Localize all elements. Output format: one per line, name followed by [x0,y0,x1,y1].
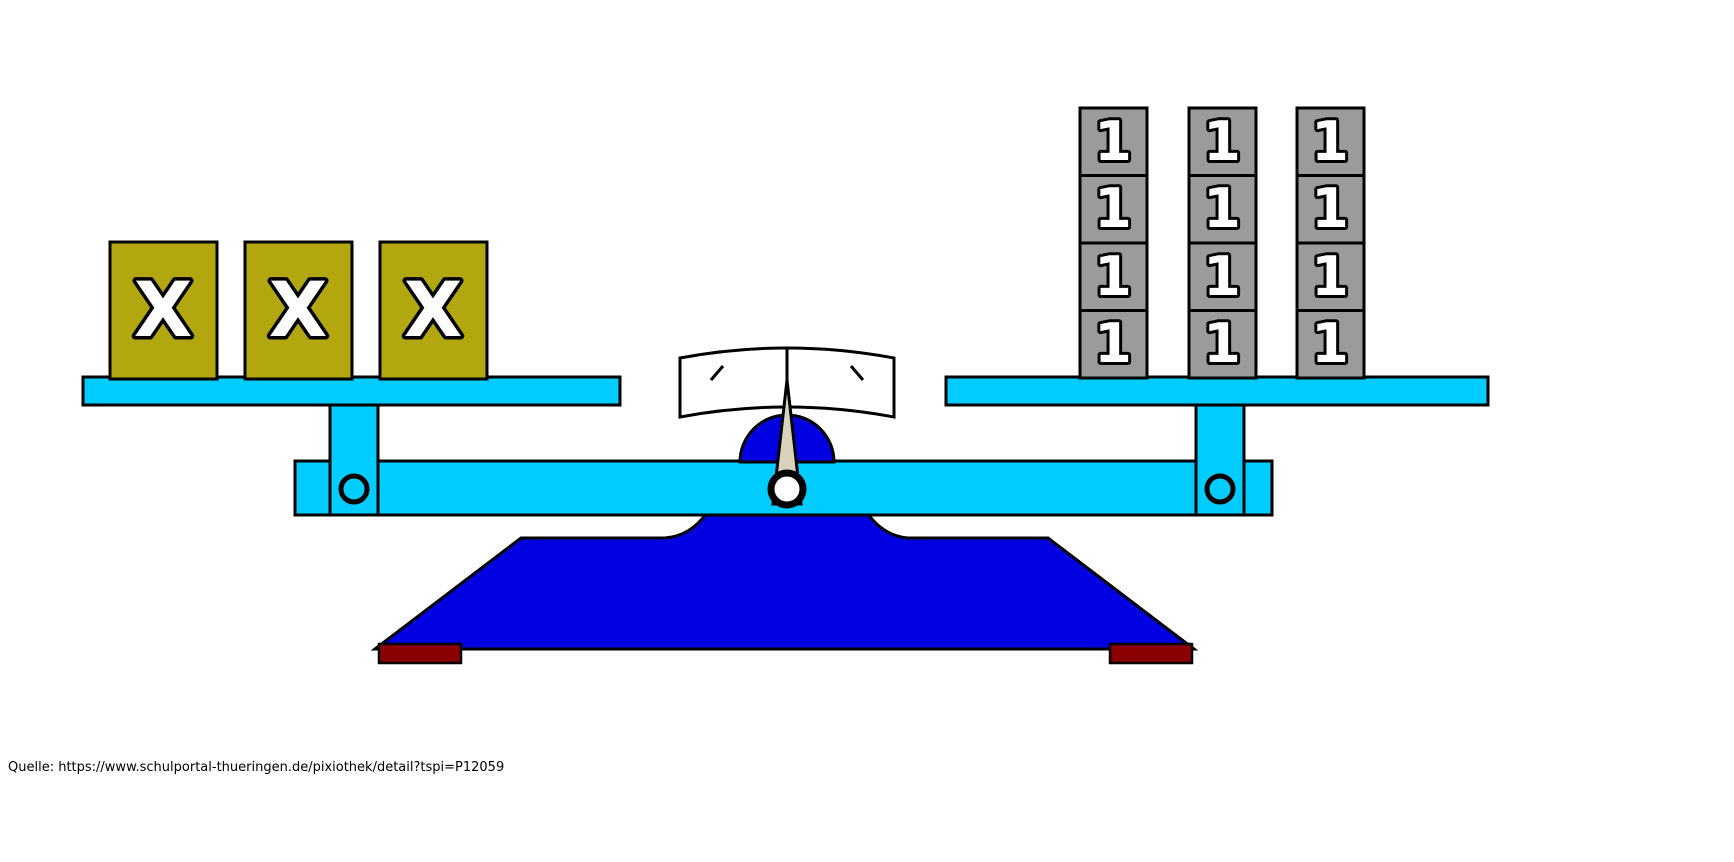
unit-box-rect [1078,106,1149,177]
x-box-rect [378,240,489,381]
unit-box-rect [1295,174,1366,245]
left-pan [81,375,622,407]
gauge-left-tick [709,365,725,381]
x-box: X [108,240,219,381]
left-foot [377,642,463,665]
x-box-rect [108,240,219,381]
right-foot [1108,642,1194,665]
x-box-label: X [269,265,328,354]
unit-box-rect [1078,241,1149,312]
unit-box-rect [1187,309,1258,380]
unit-box-label: 1 [1094,245,1132,308]
unit-box-label: 1 [1311,245,1349,308]
center-pivot [767,469,807,509]
x-box-label: X [134,265,193,354]
unit-box-label: 1 [1203,312,1241,375]
unit-box-label: 1 [1311,177,1349,240]
x-box-rect [243,240,354,381]
unit-box-label: 1 [1311,110,1349,173]
unit-box-rect [1078,309,1149,380]
right-pivot-hole [1204,473,1236,505]
unit-box-rect [1295,309,1366,380]
x-box-label: X [404,265,463,354]
unit-box-label: 1 [1203,110,1241,173]
gauge-right-tick [849,365,865,381]
unit-box-rect [1295,241,1366,312]
unit-box-label: 1 [1094,177,1132,240]
unit-box-rect [1187,241,1258,312]
unit-box-label: 1 [1203,245,1241,308]
unit-box-rect [1187,174,1258,245]
unit-stack: 1 1 1 1 [1187,106,1258,380]
unit-box-label: 1 [1311,312,1349,375]
x-box: X [378,240,489,381]
left-pivot-hole [338,473,370,505]
unit-box-label: 1 [1094,312,1132,375]
unit-stack: 1 1 1 1 [1295,106,1366,380]
unit-box-rect [1295,106,1366,177]
unit-box-label: 1 [1094,110,1132,173]
scale-base [370,512,1199,651]
right-pan [944,375,1490,407]
x-box: X [243,240,354,381]
unit-box-rect [1187,106,1258,177]
unit-box-label: 1 [1203,177,1241,240]
source-caption: Quelle: https://www.schulportal-thuering… [8,760,505,775]
unit-stack: 1 1 1 1 [1078,106,1149,380]
